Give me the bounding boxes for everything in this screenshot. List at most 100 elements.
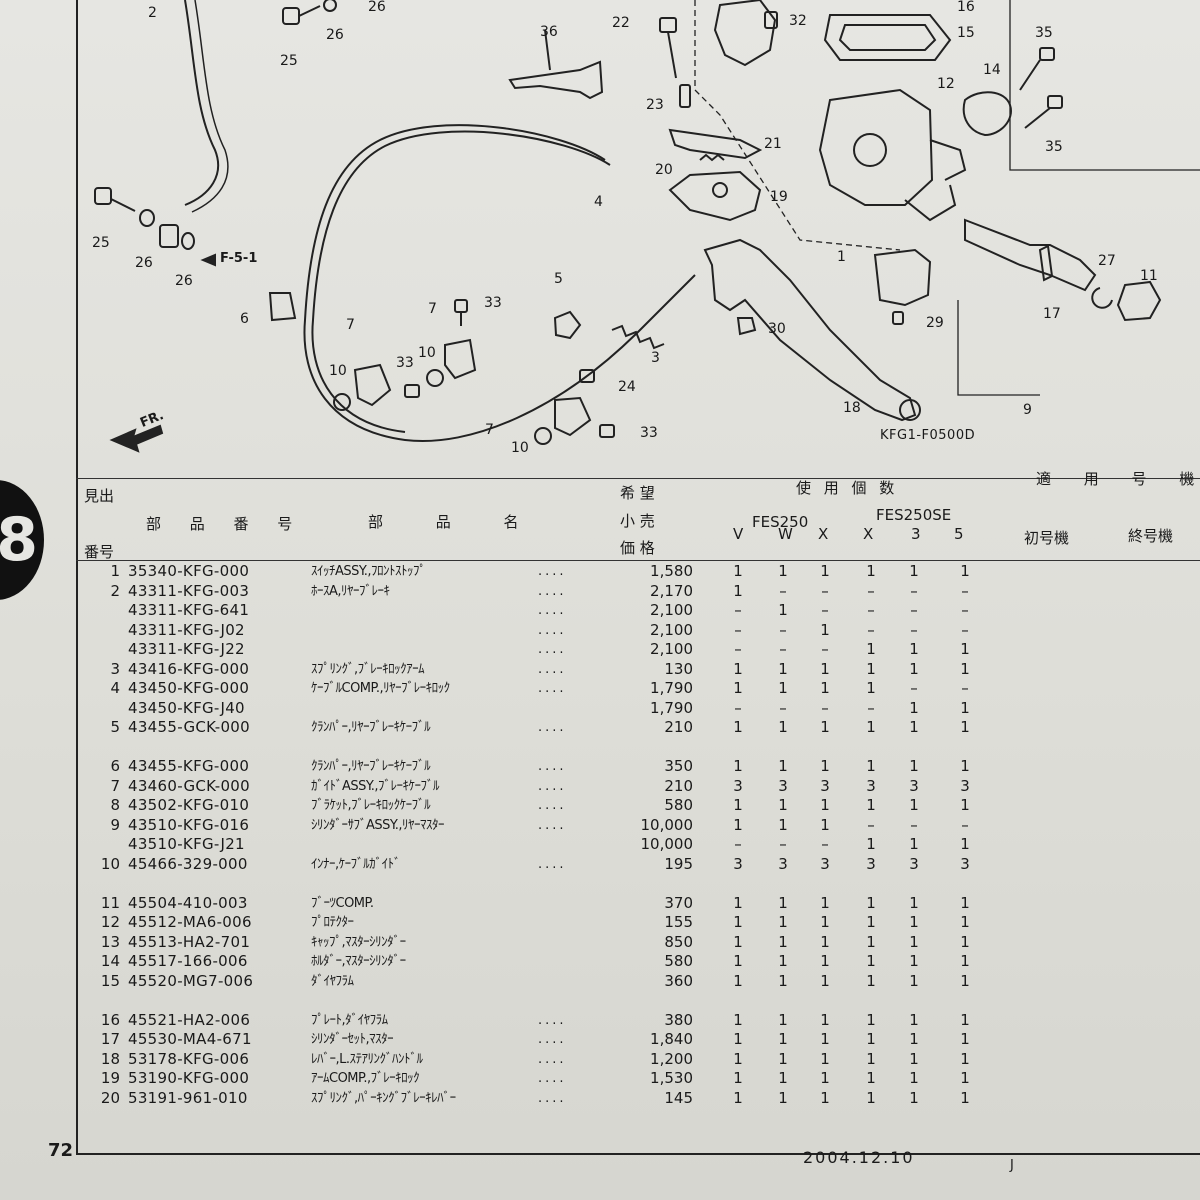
part-quantity: 1: [820, 796, 830, 814]
part-quantity: 1: [909, 757, 919, 775]
part-price: 145: [664, 1088, 693, 1107]
part-price: 1,790: [650, 679, 693, 697]
part-price: 2,100: [650, 640, 693, 658]
part-price: 1,530: [650, 1069, 693, 1087]
part-quantity: –: [779, 640, 787, 658]
header-index-top: 見出: [84, 487, 115, 505]
leader-dots: ....: [538, 642, 567, 657]
part-quantity: 1: [909, 893, 919, 912]
part-quantity: –: [910, 601, 918, 619]
part-quantity: 1: [778, 971, 788, 990]
part-quantity: –: [961, 601, 969, 619]
part-quantity: 1: [909, 1030, 919, 1048]
part-quantity: 3: [866, 776, 876, 795]
header-first-serial: 初号機: [1024, 529, 1070, 547]
leader-dots: ....: [538, 759, 567, 774]
part-quantity: 1: [778, 796, 788, 814]
leader-dots: ....: [538, 778, 567, 794]
part-price: 1,580: [650, 562, 693, 580]
section-reference-label: F-5-1: [220, 251, 258, 266]
part-price: 2,100: [650, 601, 693, 619]
part-quantity: 1: [820, 1010, 830, 1029]
header-variant-x: X: [818, 525, 829, 543]
part-quantity: 1: [820, 932, 830, 951]
part-ref-number: 12: [100, 913, 120, 931]
callout-27: 27: [1098, 253, 1116, 269]
edition-mark: J: [1010, 1158, 1014, 1173]
part-number: 43311-KFG-J22: [128, 640, 245, 658]
callout-22: 22: [612, 15, 630, 31]
part-quantity: 1: [733, 1049, 743, 1068]
callout-23: 23: [646, 97, 664, 113]
part-quantity: –: [910, 679, 918, 697]
header-index-bottom: 番号: [84, 543, 115, 561]
callout-9: 9: [1023, 402, 1032, 418]
part-quantity: 1: [733, 932, 743, 951]
part-name: ｼﾘﾝﾀﾞｰｻﾌﾞASSY.,ﾘﾔｰﾏｽﾀｰ: [311, 817, 444, 833]
leader-dots: ....: [538, 583, 567, 599]
part-quantity: 1: [960, 893, 970, 912]
part-quantity: 1: [778, 562, 788, 580]
callout-3: 3: [651, 350, 660, 366]
part-ref-number: 9: [110, 815, 120, 834]
part-quantity: 1: [909, 1049, 919, 1068]
part-quantity: 1: [733, 757, 743, 775]
part-quantity: 1: [820, 718, 830, 736]
part-name: ｶﾞｲﾄﾞASSY.,ﾌﾞﾚｰｷｹｰﾌﾞﾙ: [311, 778, 439, 794]
frame-left-rule: [76, 0, 78, 1155]
part-quantity: –: [734, 601, 742, 619]
part-quantity: 1: [820, 952, 830, 970]
part-quantity: –: [821, 698, 829, 717]
part-price: 2,100: [650, 620, 693, 639]
part-ref-number: 2: [110, 581, 120, 600]
part-quantity: 3: [778, 776, 788, 795]
part-number: 45466-329-000: [128, 854, 248, 873]
callout-30: 30: [768, 321, 786, 337]
part-quantity: 1: [909, 562, 919, 580]
part-quantity: 1: [778, 893, 788, 912]
part-quantity: 1: [960, 913, 970, 931]
part-quantity: 1: [820, 1030, 830, 1048]
part-quantity: –: [867, 620, 875, 639]
callout-35: 35: [1035, 25, 1053, 41]
part-quantity: 1: [960, 1088, 970, 1107]
leader-dots: ....: [538, 1090, 567, 1106]
part-quantity: –: [961, 679, 969, 697]
part-quantity: 1: [960, 1010, 970, 1029]
part-ref-number: 4: [110, 679, 120, 697]
part-quantity: 1: [909, 932, 919, 951]
part-quantity: 1: [960, 640, 970, 658]
part-quantity: 1: [820, 562, 830, 580]
callout-10: 10: [511, 440, 529, 456]
part-price: 210: [664, 718, 693, 736]
header-price-line-1: 希 望: [620, 484, 655, 502]
part-quantity: 1: [733, 659, 743, 678]
part-quantity: –: [867, 815, 875, 834]
callout-36: 36: [540, 24, 558, 40]
part-name: ﾌﾞｰﾂCOMP.: [311, 895, 374, 911]
callout-33: 33: [640, 425, 658, 441]
part-name: ｸﾗﾝﾊﾟｰ,ﾘﾔｰﾌﾞﾚｰｷｹｰﾌﾞﾙ: [311, 720, 431, 735]
part-quantity: –: [779, 835, 787, 853]
callout-5: 5: [554, 271, 563, 287]
part-quantity: 1: [733, 796, 743, 814]
part-price: 580: [664, 952, 693, 970]
part-quantity: –: [961, 581, 969, 600]
part-ref-number: 11: [100, 893, 120, 912]
part-quantity: 1: [778, 757, 788, 775]
part-quantity: 1: [778, 913, 788, 931]
part-ref-number: 1: [110, 562, 120, 580]
callout-2: 2: [148, 5, 157, 21]
part-quantity: 1: [820, 893, 830, 912]
part-quantity: 1: [778, 1010, 788, 1029]
part-quantity: 1: [866, 971, 876, 990]
part-quantity: 1: [960, 952, 970, 970]
part-quantity: 3: [909, 854, 919, 873]
part-quantity: 1: [866, 796, 876, 814]
part-quantity: 1: [778, 815, 788, 834]
callout-1: 1: [837, 249, 846, 265]
part-quantity: 1: [909, 718, 919, 736]
callout-4: 4: [594, 194, 603, 210]
exploded-parts-diagram: 2 26 26 25 36 22 23 21 20 19 4 32 16 15 …: [0, 0, 1200, 480]
